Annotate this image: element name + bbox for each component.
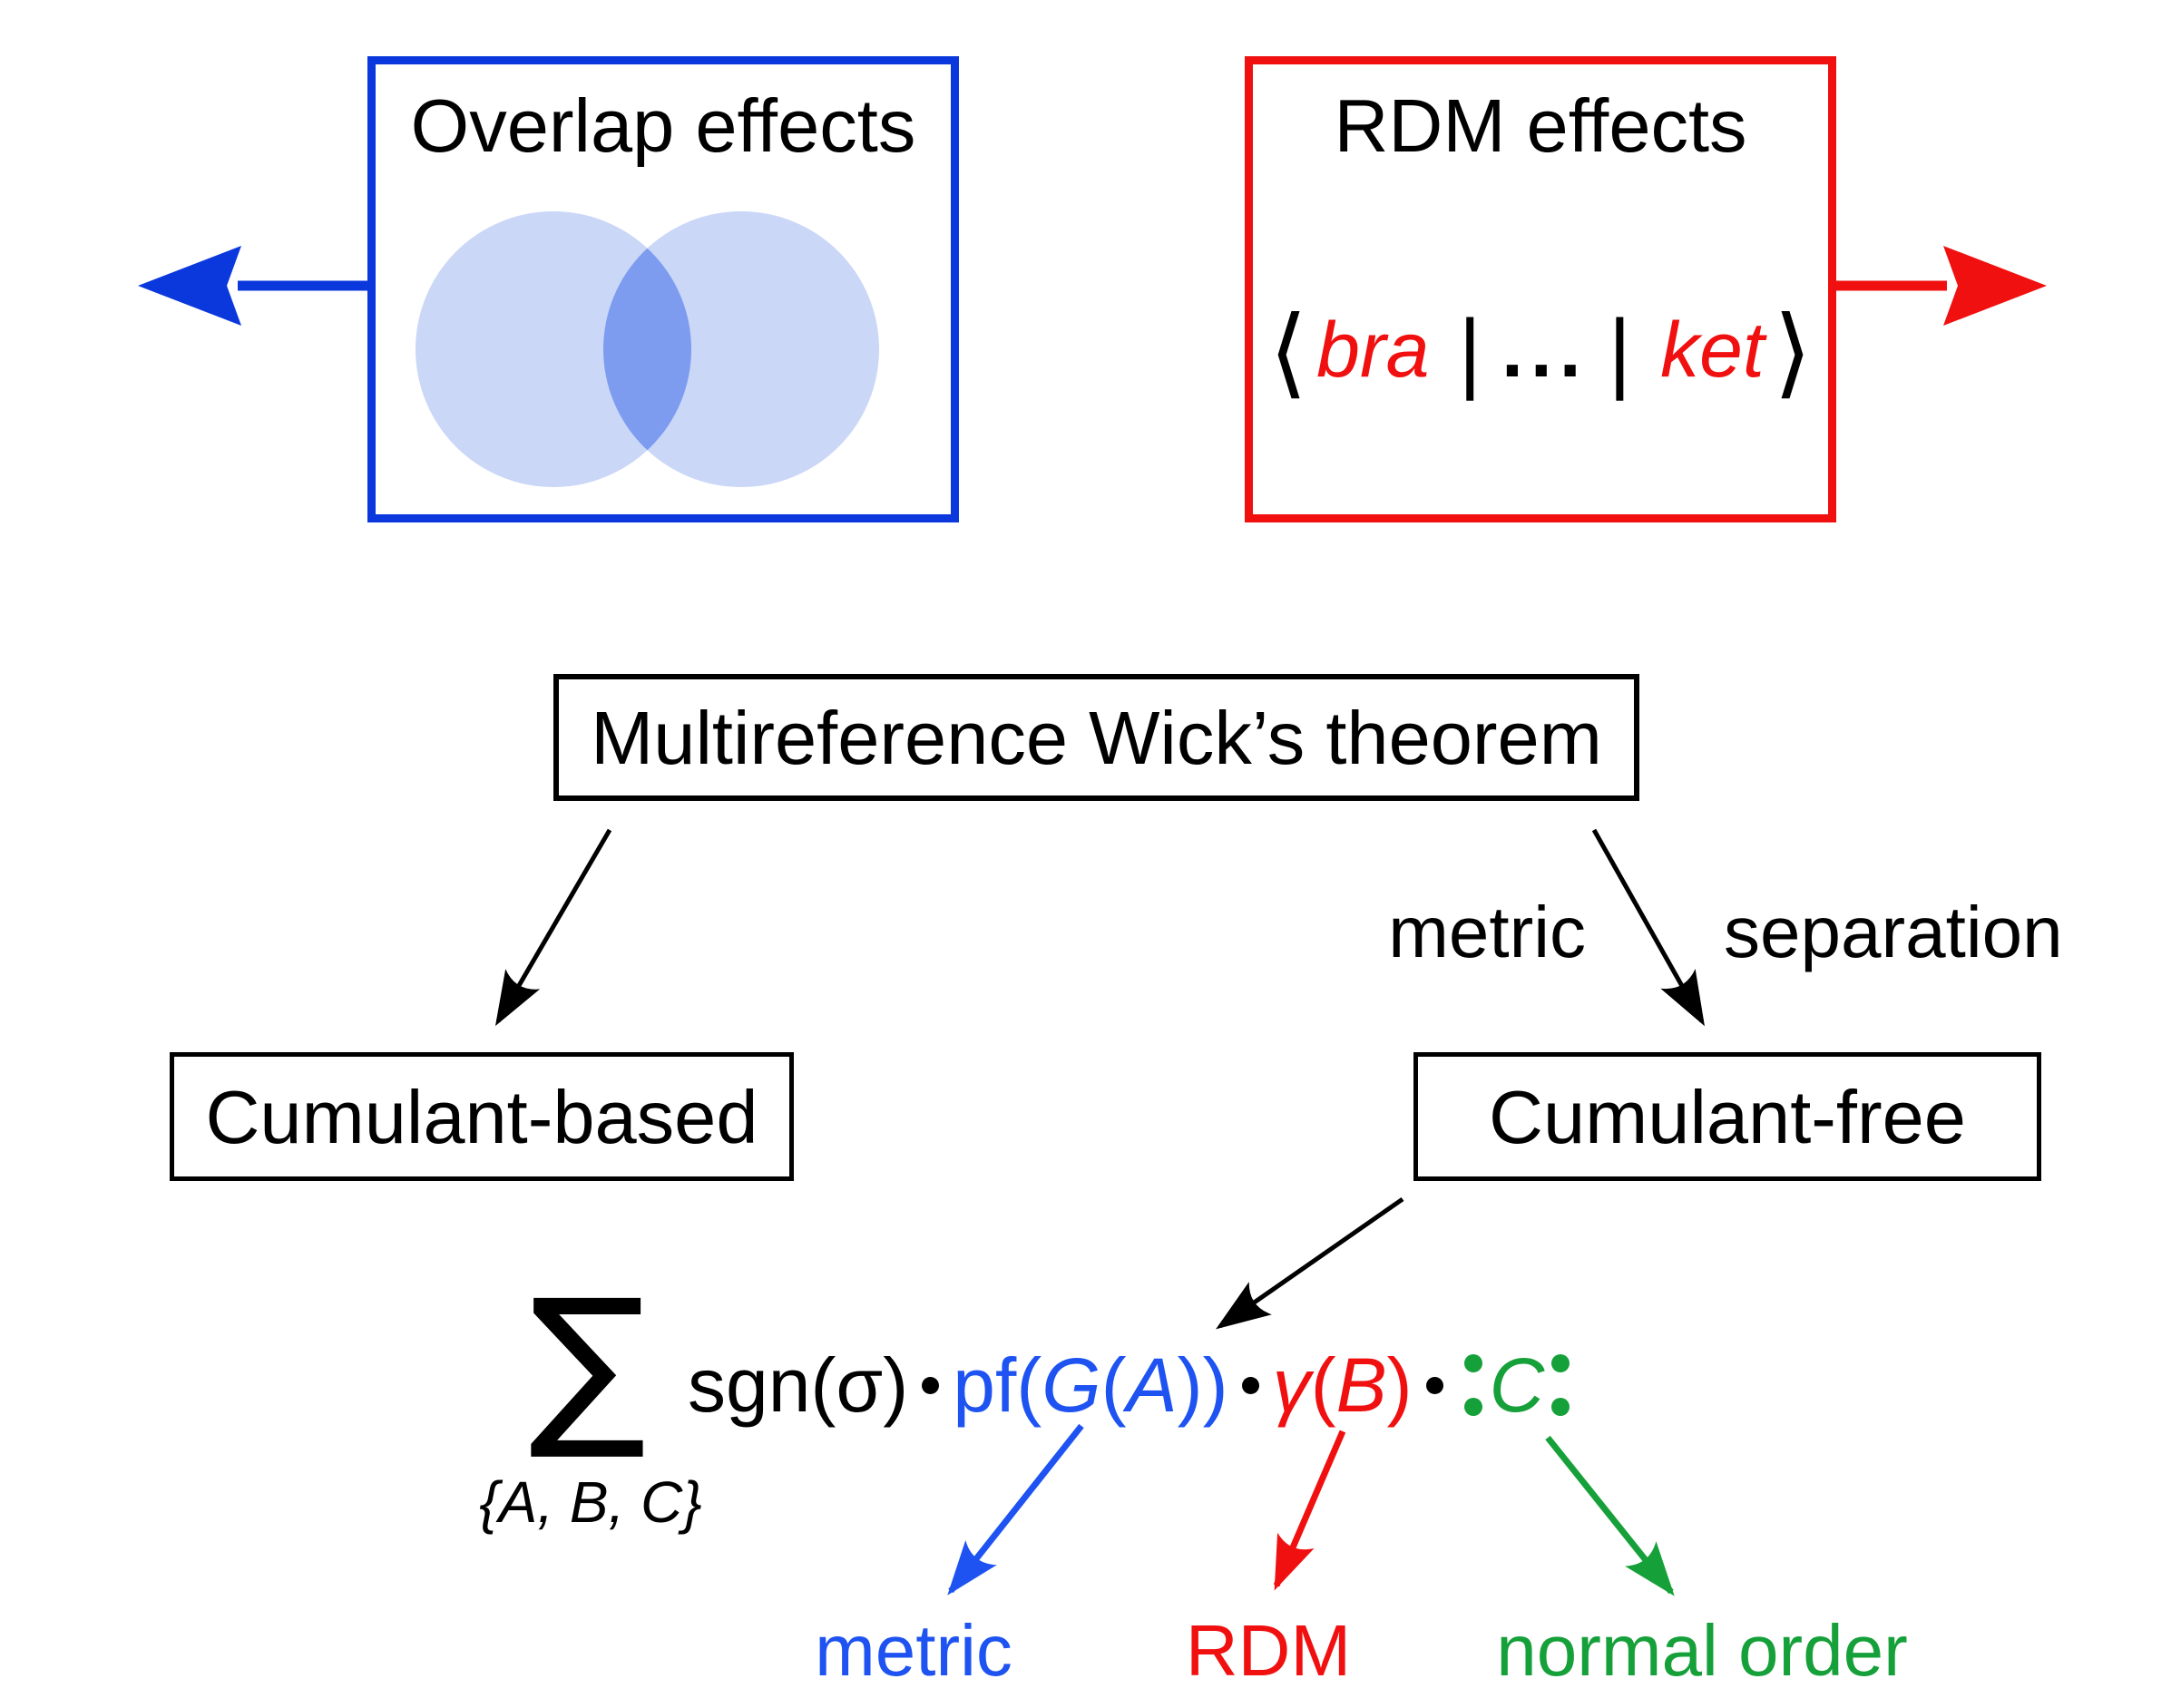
bra-label: bra [1316, 307, 1430, 394]
cumulant-free-label: Cumulant-free [1489, 1074, 1966, 1159]
pf-term: pf(G(A)) [953, 1342, 1228, 1428]
rdm-effects-title: RDM effects [1334, 83, 1747, 168]
braket-bar-right: | [1608, 301, 1632, 401]
term-label-metric: metric [815, 1610, 1012, 1691]
arrow-cumulant-free-to-formula [1216, 1196, 1404, 1330]
arrow-gamma-to-rdm [1273, 1430, 1346, 1591]
branch-label-metric: metric [1388, 892, 1586, 972]
term-label-normal-order: normal order [1496, 1610, 1908, 1691]
rdm-effects-box: RDM effects ⟨bra |...| ket⟩ [1245, 56, 1836, 522]
arrow-wick-to-cumulant-free [1591, 828, 1705, 1027]
cumulant-based-label: Cumulant-based [205, 1074, 758, 1159]
wick-theorem-box: Multireference Wick’s theorem [553, 674, 1639, 801]
ket-close-bracket: ⟩ [1773, 297, 1812, 406]
cumulant-free-box: Cumulant-free [1413, 1052, 2041, 1181]
multiply-dot-icon [922, 1376, 940, 1394]
rdm-out-arrow-icon [1836, 246, 2047, 326]
multiply-dot-icon [1425, 1376, 1443, 1394]
normal-order-colon-icon [1463, 1354, 1482, 1416]
overlap-effects-title: Overlap effects [410, 83, 916, 168]
ket-label: ket [1660, 307, 1765, 394]
bra-open-bracket: ⟨ [1269, 297, 1308, 406]
arrow-pf-to-metric [947, 1423, 1084, 1596]
overlap-out-arrow-icon [138, 246, 367, 326]
normal-order-colon-icon [1551, 1354, 1570, 1416]
braket-bar-left: | [1458, 301, 1482, 401]
cumulant-based-box: Cumulant-based [170, 1052, 794, 1181]
term-label-rdm: RDM [1185, 1610, 1352, 1691]
arrow-wick-to-cumulant-based [494, 828, 612, 1027]
gamma-term: γ(B) [1272, 1342, 1413, 1428]
summation-subscript: {A, B, C} [479, 1469, 702, 1535]
wick-theorem-label: Multireference Wick’s theorem [591, 695, 1602, 780]
normal-order-term: C [1457, 1347, 1578, 1423]
sgn-term: sgn(σ) [688, 1342, 909, 1428]
overlap-effects-box: Overlap effects [367, 56, 959, 522]
branch-label-separation: separation [1724, 892, 2063, 972]
braket-ellipsis: ... [1501, 307, 1589, 394]
venn-diagram-icon [416, 211, 879, 487]
arrow-c-to-normal-order [1545, 1435, 1675, 1596]
formula-row: sgn(σ) pf(G(A)) γ(B) C [688, 1329, 1577, 1441]
summation-symbol: ∑ [529, 1263, 647, 1465]
c-variable: C [1489, 1342, 1545, 1428]
braket-expression: ⟨bra |...| ket⟩ [1253, 293, 1828, 411]
multiply-dot-icon [1241, 1376, 1259, 1394]
